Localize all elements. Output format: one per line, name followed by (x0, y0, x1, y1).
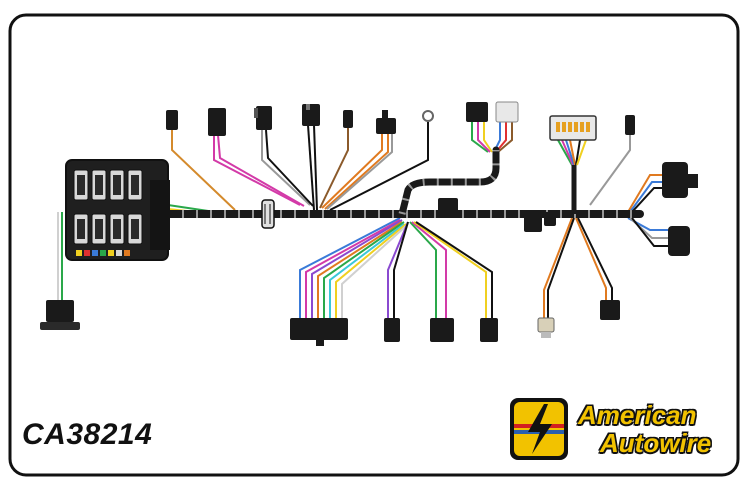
inline-connector-a (438, 198, 458, 218)
connector-b2 (430, 318, 454, 342)
harness-trunk (164, 146, 644, 218)
connector-9 (549, 115, 597, 141)
ring-terminal (422, 110, 434, 122)
fuse-box (40, 159, 170, 330)
top-connectors (166, 101, 635, 141)
connector-multi (290, 318, 348, 340)
lightning-bolt-icon (528, 404, 552, 454)
bottom-connectors (290, 300, 620, 346)
lower-branch-wires (299, 174, 668, 320)
connector-right-lower (668, 226, 690, 256)
upper-branch-wires (171, 122, 631, 211)
connector-8a (466, 102, 488, 122)
connector-5 (343, 110, 353, 128)
connector-right-upper (662, 162, 688, 198)
bulb-socket (537, 317, 555, 333)
connector-1 (166, 110, 178, 130)
connector-3 (256, 106, 272, 130)
connector-8b (495, 101, 519, 123)
connector-6 (376, 118, 396, 134)
part-number: CA38214 (22, 418, 153, 451)
right-connectors (662, 162, 698, 256)
trunk-clips (261, 198, 556, 232)
brand-name-line2: Autowire (600, 428, 712, 458)
connector-b1 (384, 318, 400, 342)
ground-connector (46, 300, 74, 322)
connector-b4 (600, 300, 620, 320)
connector-2 (208, 108, 226, 136)
grommet (261, 199, 275, 229)
brand-logo (510, 398, 568, 460)
connector-10 (625, 115, 635, 135)
connector-b3 (480, 318, 498, 342)
connector-4 (302, 104, 320, 126)
brand-name-line1: American (578, 400, 697, 430)
inline-connector-b (524, 210, 542, 232)
